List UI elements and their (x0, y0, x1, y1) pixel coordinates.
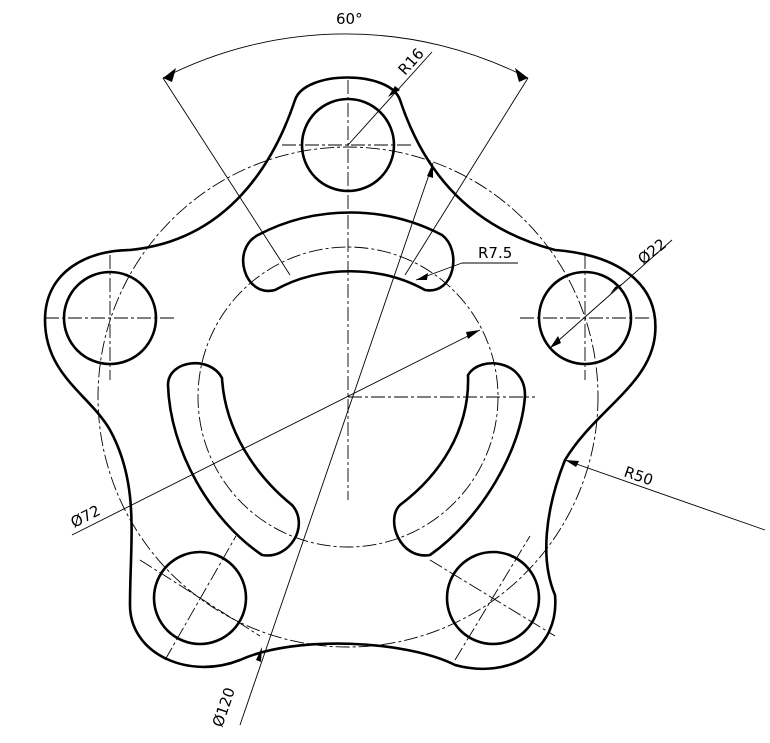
hole-diameter-leader (549, 239, 673, 349)
hole-diameter-label: Ø22 (634, 235, 669, 268)
lobe-radius-label: R16 (395, 45, 428, 79)
bolt-circle-dimension (239, 162, 434, 726)
bolt-circle-centerline (97, 146, 599, 648)
slot-right (392, 362, 527, 557)
slot-radius-leader (415, 262, 518, 281)
slot-left (166, 362, 301, 557)
outer-radius-label: R50 (622, 463, 656, 490)
plate-outline (43, 76, 657, 671)
angle-label: 60° (336, 10, 363, 28)
angle-dimension (162, 33, 529, 276)
lobe-radius-leader (347, 51, 433, 146)
outer-radius-leader (564, 459, 766, 531)
slot-radius-label: R7.5 (478, 244, 512, 262)
plate-centerlines (347, 215, 535, 500)
inner-circle-dimension (71, 329, 481, 536)
lobe-hole-bottom-left (152, 550, 248, 646)
inner-circle-label: Ø72 (68, 501, 104, 531)
slot-top (241, 211, 455, 293)
hole-center-marks (45, 80, 650, 661)
bolt-circle-label: Ø120 (209, 685, 239, 729)
lobe-hole-bottom-right (445, 550, 541, 646)
